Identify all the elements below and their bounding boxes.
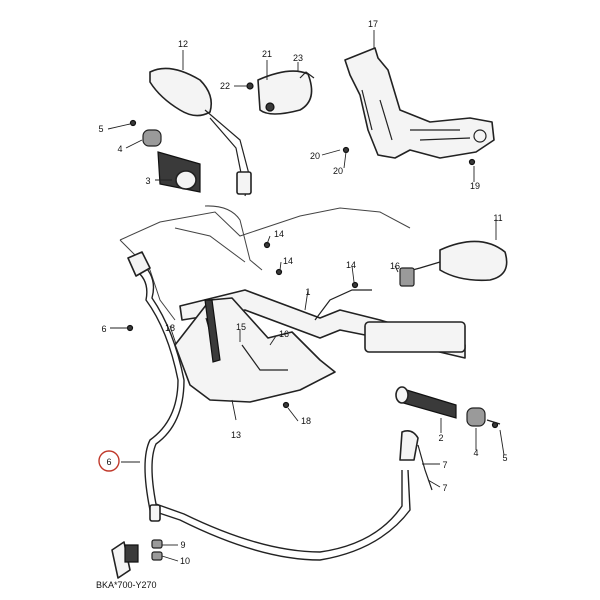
- callout-labels: 17 12 21 23 22 5 4 3 20 20 19 14 14 11 1…: [98, 19, 507, 566]
- callout-label: 20: [333, 166, 343, 176]
- callout-label: 16: [279, 329, 289, 339]
- callout-label: 7: [442, 483, 447, 493]
- callout-label: 19: [470, 181, 480, 191]
- callout-label: 2: [438, 433, 443, 443]
- clamps: [399, 430, 433, 491]
- callout-label: 22: [220, 81, 230, 91]
- grip-left: [142, 129, 201, 193]
- leader-lines: [107, 30, 505, 562]
- throttle-cable: [127, 251, 411, 561]
- callout-label: 5: [98, 124, 103, 134]
- callout-label: 20: [310, 151, 320, 161]
- callout-label: 15: [236, 322, 246, 332]
- callout-label: 9: [180, 540, 185, 550]
- callout-label: 21: [262, 49, 272, 59]
- callout-label: 1: [305, 287, 310, 297]
- handle-cover-lower: [174, 297, 336, 403]
- mirror-left: [149, 67, 252, 197]
- callout-label: 11: [493, 213, 502, 223]
- callout-label: 14: [283, 256, 293, 266]
- callout-label: 5: [502, 453, 507, 463]
- mirror-right: [399, 240, 508, 287]
- callout-label: 6: [101, 324, 106, 334]
- grip-right: [395, 386, 501, 427]
- callout-label: 23: [293, 53, 303, 63]
- diagram-code: BKA*700-Y270: [96, 580, 157, 590]
- callout-label: 7: [442, 460, 447, 470]
- handlebar: [179, 289, 466, 359]
- callout-label: 18: [301, 416, 311, 426]
- callout-label: 16: [390, 261, 400, 271]
- callout-label: 4: [473, 448, 478, 458]
- callout-label: 14: [274, 229, 284, 239]
- fasteners: [126, 82, 499, 429]
- callout-label: 18: [165, 323, 175, 333]
- highlight-ring: [98, 450, 120, 472]
- front-cap: [257, 70, 315, 115]
- callout-label: 12: [178, 39, 188, 49]
- callout-label: 17: [368, 19, 378, 29]
- callout-label: 4: [117, 144, 122, 154]
- callout-label: 10: [180, 556, 190, 566]
- callout-label: 6: [106, 457, 111, 467]
- handle-cover-upper: [344, 47, 495, 159]
- callout-label: 3: [145, 176, 150, 186]
- callout-label: 14: [346, 260, 356, 270]
- cable-bracket: [111, 539, 163, 579]
- callout-label: 13: [231, 430, 241, 440]
